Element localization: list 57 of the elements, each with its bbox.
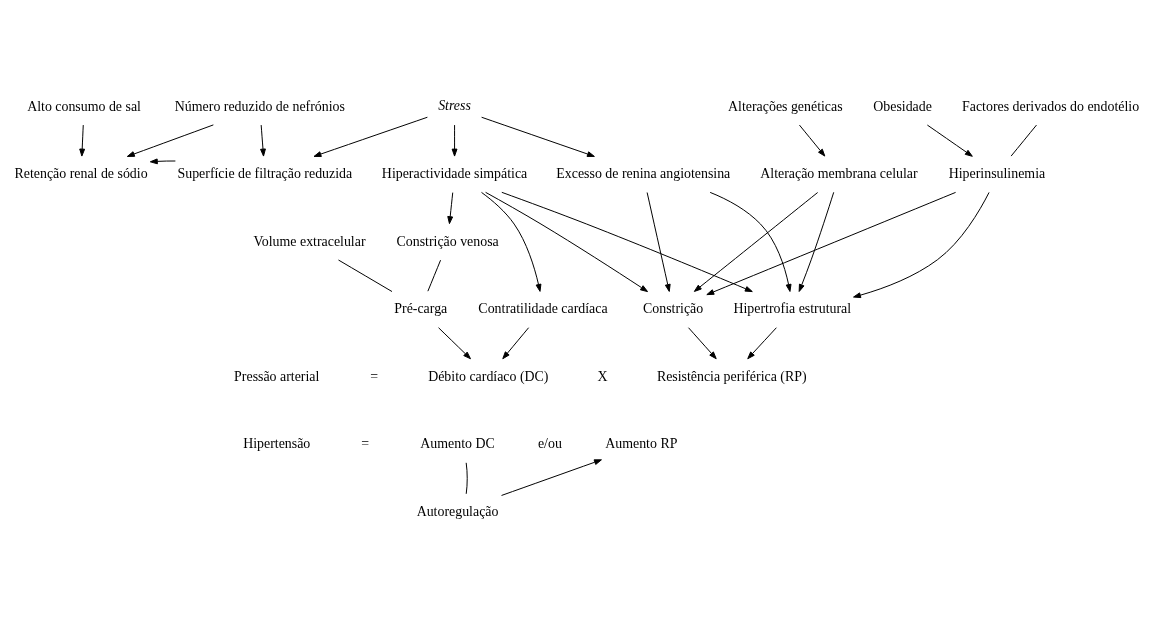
node-text: Constrição venosa [396,233,499,249]
connector [465,461,468,494]
connector [337,259,393,292]
label: X [597,368,608,384]
arrow [438,326,471,359]
node-text: Débito cardíaco (DC) [428,368,549,384]
node-text: Superfície de filtração reduzida [177,165,353,181]
arrow [481,116,595,157]
arrow [926,124,973,157]
node-text: Stress [438,97,471,113]
arrow [853,191,990,298]
node-text: Aumento DC [420,435,495,451]
arrow [79,124,86,157]
arrow [451,124,458,157]
node-text: Alterações genéticas [728,98,843,114]
arrow [126,123,214,157]
arrow [447,191,454,224]
label: e/ou [537,435,562,451]
arrow [260,124,266,157]
arrow [706,191,957,295]
arrow [485,191,649,292]
node-text: Obesidade [873,98,932,114]
node-text: Aumento RP [605,435,678,451]
node-text: Excesso de renina angiotensina [556,165,731,181]
node-text: Resistência periférica (RP) [656,368,807,384]
node-text: Retenção renal de sódio [14,165,148,181]
node-text: Pré-carga [394,300,448,316]
arrow [646,191,671,292]
node-text: Alteração membrana celular [760,165,918,181]
node-text: Pressão arterial [234,368,320,384]
arrow [149,157,176,164]
arrow [688,326,717,359]
arrow [501,191,753,292]
node-text: Contratilidade cardíaca [478,300,608,316]
arrow [502,326,530,359]
arrow [709,191,792,292]
label: = [361,435,370,451]
node-text: Hiperinsulinemia [948,165,1046,181]
arrow [501,458,602,496]
node-text: Volume extracelular [253,233,366,249]
node-text: Factores derivados do endotélio [962,98,1140,114]
node-text: Hiperactividade simpática [381,165,528,181]
connector [427,259,442,292]
label: = [370,368,379,384]
node-text: Número reduzido de nefrónios [174,98,345,114]
node-text: Alto consumo de sal [27,98,141,114]
node-text: Hipertensão [243,435,311,451]
arrow [798,191,835,292]
connector [1010,124,1037,157]
arrow [747,326,777,359]
arrow [693,191,819,292]
arrow [798,124,826,157]
node-text: Hipertrofia estrutural [733,300,852,316]
arrow [481,191,542,292]
node-text: Constrição [643,300,704,316]
node-text: Autoregulação [416,503,499,519]
arrow [313,116,428,157]
